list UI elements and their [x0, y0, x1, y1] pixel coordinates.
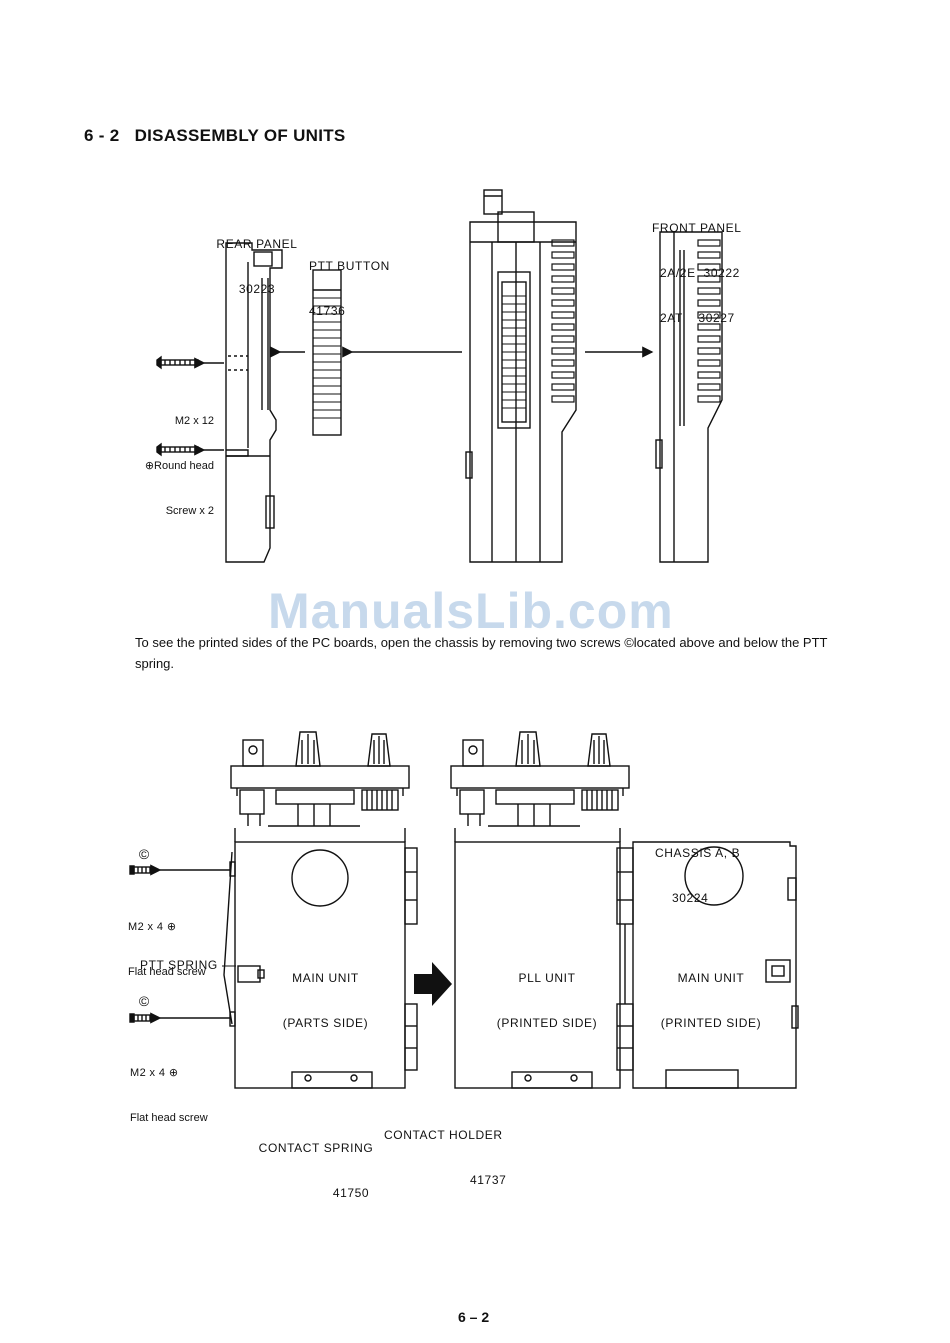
screw-c-symbol: © — [624, 635, 634, 650]
radio-opened-chassis — [450, 731, 799, 1089]
screw-quantity: Screw x 2 — [165, 505, 214, 517]
rear-panel-drawing — [225, 242, 283, 563]
contact-holder-label: CONTACT HOLDER 41737 — [384, 1098, 506, 1203]
page-number: 6 – 2 — [458, 1309, 490, 1325]
screw-upper-type: Flat head screw — [128, 966, 206, 978]
ptt-spring-label: PTT SPRING — [140, 958, 218, 972]
front-panel-drawing — [655, 231, 723, 563]
screw-m2x12-upper — [156, 355, 224, 370]
main-unit-parts-title: MAIN UNIT — [292, 971, 359, 985]
chassis-label: CHASSIS A, B 30224 — [655, 816, 740, 921]
front-panel-model-2a: 2A/2E 30222 — [660, 266, 740, 280]
screw-lower-size: M2 x 4 ⊕ — [130, 1067, 179, 1079]
pll-unit-side: (PRINTED SIDE) — [496, 1016, 598, 1030]
contact-holder-name: CONTACT HOLDER — [384, 1128, 503, 1142]
open-chassis-arrow — [414, 962, 452, 1006]
contact-holder-number: 41737 — [470, 1173, 507, 1187]
screw-head-type: ⊕Round head — [144, 460, 214, 472]
screw-lower-type: Flat head screw — [130, 1112, 208, 1124]
rear-panel-name: REAR PANEL — [216, 237, 298, 251]
screw-m2x4-lower — [129, 1012, 230, 1024]
main-unit-printed-side: (PRINTED SIDE) — [660, 1016, 762, 1030]
rear-panel-number: 30223 — [238, 282, 276, 296]
contact-spring-label: CONTACT SPRING 41750 — [254, 1111, 378, 1216]
screw-c-lower-symbol: © — [138, 993, 150, 1009]
front-panel-label: FRONT PANEL 2A/2E 30222 2AT 30227 — [652, 191, 742, 341]
ptt-button-drawing — [312, 269, 342, 436]
pll-unit-printed-side-label: PLL UNIT (PRINTED SIDE) — [486, 941, 608, 1046]
screw-size: M2 x 12 — [174, 415, 214, 427]
screw-m2x4-upper — [129, 864, 230, 876]
screw-m2x12-lower — [156, 442, 224, 457]
main-unit-printed-side-label: MAIN UNIT (PRINTED SIDE) — [650, 941, 772, 1046]
radio-parts-side — [223, 731, 418, 1089]
screw-m2x12-label: M2 x 12 ⊕Round head Screw x 2 — [118, 384, 214, 534]
ptt-button-number: 41736 — [309, 304, 346, 318]
main-unit-parts-side: (PARTS SIDE) — [282, 1016, 369, 1030]
chassis-number: 30224 — [672, 891, 709, 905]
front-panel-model-2at: 2AT 30227 — [660, 311, 735, 325]
contact-spring-name: CONTACT SPRING — [258, 1141, 374, 1155]
screw-upper-size: M2 x 4 ⊕ — [128, 921, 177, 933]
rear-panel-label: REAR PANEL 30223 — [205, 207, 309, 312]
main-unit-printed-title: MAIN UNIT — [677, 971, 745, 985]
watermark: ManualsLib.com — [268, 583, 674, 639]
chassis-name: CHASSIS A, B — [655, 846, 741, 860]
front-panel-name: FRONT PANEL — [652, 221, 742, 235]
instruction-text: To see the printed sides of the PC board… — [135, 632, 835, 674]
instruction-part-1: To see the printed sides of the PC board… — [135, 635, 625, 650]
screw-m2x4-upper-label: M2 x 4 ⊕ Flat head screw — [128, 890, 206, 995]
ptt-button-label: PTT BUTTON 41736 — [309, 229, 390, 334]
screw-m2x4-lower-label: M2 x 4 ⊕ Flat head screw — [130, 1036, 208, 1141]
section-heading: 6 - 2 DISASSEMBLY OF UNITS — [84, 126, 346, 145]
main-unit-parts-side-label: MAIN UNIT (PARTS SIDE) — [268, 941, 383, 1046]
pll-unit-title: PLL UNIT — [518, 971, 576, 985]
screw-c-upper-symbol: © — [138, 846, 150, 862]
instruction-part-2: located above and below the PTT spring. — [135, 635, 828, 671]
ptt-button-name: PTT BUTTON — [309, 259, 390, 273]
contact-spring-number: 41750 — [332, 1186, 370, 1200]
transceiver-side-view — [465, 189, 577, 563]
